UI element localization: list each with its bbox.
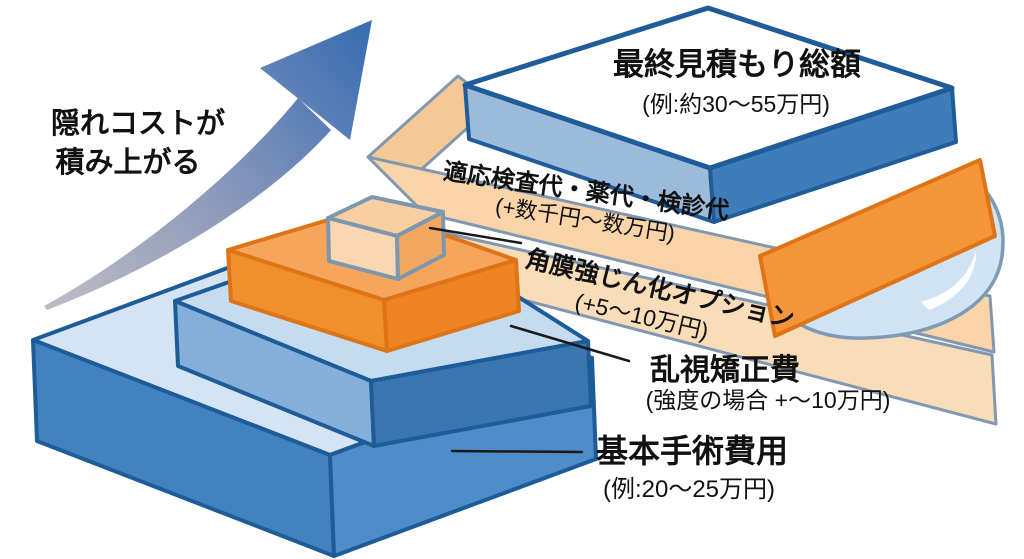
right-stack: [366, 5, 1005, 426]
astigmatism-layer-front-right-face: [369, 339, 593, 448]
rising-cost-arrow-icon: [44, 20, 372, 310]
label-total-title: 最終見積もり総額: [613, 47, 861, 82]
label-base-sub: (例:20〜25万円): [603, 476, 775, 503]
lens-highlight: [921, 251, 977, 310]
label-astigmatism-sub: (強度の場合 +〜10万円): [646, 387, 891, 413]
option-box: [326, 195, 446, 281]
label-base-title: 基本手術費用: [596, 433, 788, 469]
option-slab-right-face: [758, 158, 997, 338]
astigmatism-leader-line: [509, 324, 631, 363]
leader-lines: [428, 226, 631, 454]
arrow-head: [260, 20, 372, 140]
total-slab-top-face: [462, 5, 955, 171]
label-astigmatism-title: 乱視矯正費: [650, 354, 800, 387]
left-stack: [31, 195, 598, 558]
orange-layer-front-right-face: [382, 258, 521, 353]
note-line1: 隠れコストが: [51, 106, 225, 140]
total-slab: [462, 5, 958, 224]
base-leader-line: [450, 449, 584, 454]
option-leader-line: [428, 226, 523, 245]
arrow-shaft: [44, 98, 331, 310]
label-total-sub: (例:約30〜55万円): [642, 91, 830, 117]
hidden-cost-note: 隠れコストが 積み上がる: [51, 106, 225, 179]
note-line2: 積み上がる: [55, 145, 200, 179]
